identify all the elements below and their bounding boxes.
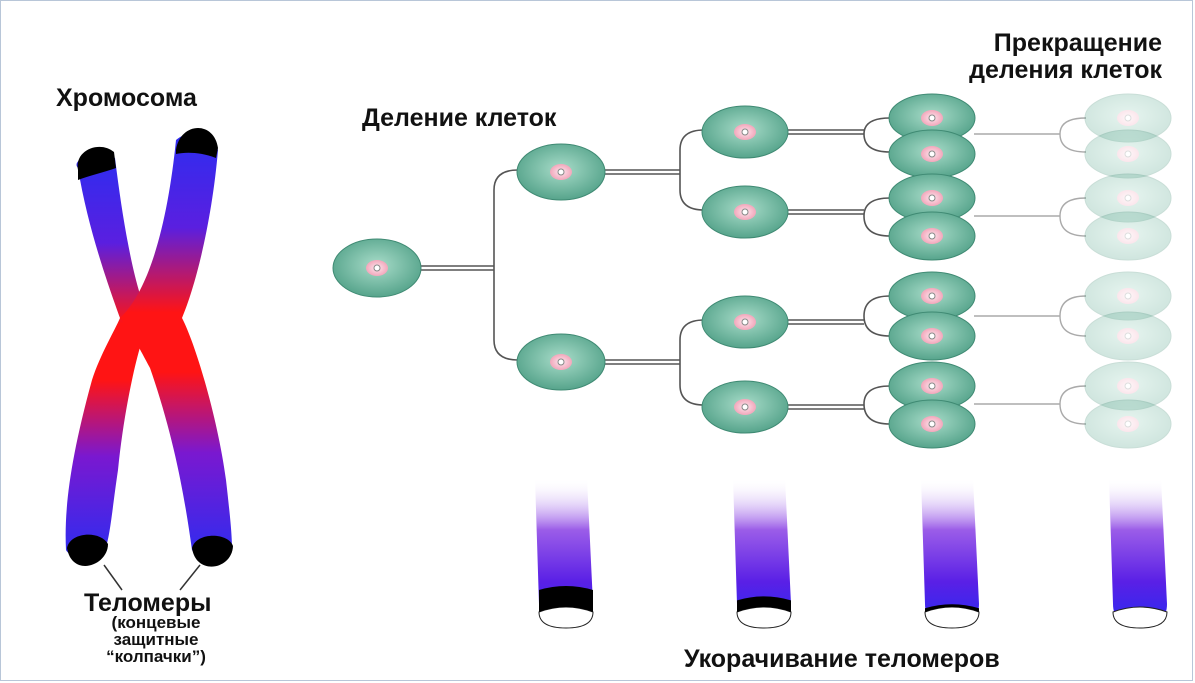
telomeres-note-line-1: (концевые <box>111 613 201 632</box>
cell-nucleus <box>1117 328 1139 344</box>
chromosome-arm-right <box>120 133 232 560</box>
cell-nucleus <box>1117 416 1139 432</box>
cell-gen4-3 <box>888 173 976 223</box>
cell-gen1-1 <box>332 238 422 298</box>
cell-nucleolus <box>1124 232 1132 240</box>
cell-gen3-4 <box>701 380 789 434</box>
telomere-pointer-right <box>179 564 201 591</box>
chromosome-arm-left <box>65 154 150 558</box>
cell-gen4-4 <box>888 211 976 261</box>
cell-nucleus <box>1117 228 1139 244</box>
cell-nucleolus <box>928 332 936 340</box>
chromosome-illustration <box>65 127 233 591</box>
cell-nucleus <box>1117 288 1139 304</box>
cell-nucleolus <box>928 232 936 240</box>
cell-gen4-2 <box>888 129 976 179</box>
cell-gen5-4 <box>1084 211 1172 261</box>
telomere-stage-3 <box>921 478 980 629</box>
stop-division-label: Прекращение деления клеток <box>900 30 1162 84</box>
chromosome-end-tip <box>924 606 980 629</box>
telomeres-note-line-3: “колпачки”) <box>106 647 206 666</box>
chromosome-end-tip <box>538 606 594 629</box>
cell-nucleolus <box>373 264 381 272</box>
cell-nucleolus <box>928 292 936 300</box>
cell-nucleus <box>1117 146 1139 162</box>
stop-division-line-2: деления клеток <box>969 56 1162 84</box>
stop-division-line-1: Прекращение <box>993 29 1162 57</box>
cell-nucleolus <box>1124 150 1132 158</box>
cell-gen2-2 <box>516 333 606 391</box>
chromosome-end <box>733 478 791 626</box>
cell-gen4-1 <box>888 93 976 143</box>
cell-nucleus <box>1117 190 1139 206</box>
cell-nucleolus <box>1124 194 1132 202</box>
cell-nucleolus <box>928 150 936 158</box>
cell-nucleolus <box>557 168 565 176</box>
cell-nucleolus <box>1124 114 1132 122</box>
cell-nucleolus <box>741 403 749 411</box>
cell-nucleolus <box>1124 382 1132 390</box>
cell-nucleolus <box>741 128 749 136</box>
telomere-stage-1 <box>535 478 594 629</box>
telomere-cap-top-left <box>77 146 116 180</box>
cell-nucleolus <box>741 318 749 326</box>
cell-gen5-6 <box>1084 311 1172 361</box>
faded-connectors <box>974 117 1087 425</box>
telomere-shortening-label: Укорачивание теломеров <box>684 645 1000 673</box>
telomere-pointer-left <box>103 564 123 591</box>
cell-gen3-2 <box>701 185 789 239</box>
telomere-cap-bottom-left <box>67 534 108 566</box>
cell-nucleolus <box>1124 292 1132 300</box>
cell-nucleolus <box>928 420 936 428</box>
cell-gen4-5 <box>888 271 976 321</box>
cell-nucleolus <box>928 382 936 390</box>
chromosome-end <box>921 478 979 626</box>
chromosome-end-tip <box>736 606 792 629</box>
telomere-stage-2 <box>733 478 792 629</box>
telomere-cap <box>925 604 979 612</box>
cell-gen5-5 <box>1084 271 1172 321</box>
cell-nucleus <box>1117 378 1139 394</box>
telomeres-note-line-2: защитные <box>113 630 199 649</box>
telomere-stages <box>535 478 1168 629</box>
telomere-cap <box>737 596 791 612</box>
cell-division-label: Деление клеток <box>362 104 557 132</box>
cell-nucleolus <box>928 114 936 122</box>
cell-gen5-2 <box>1084 129 1172 179</box>
cell-gen4-6 <box>888 311 976 361</box>
cell-gen3-3 <box>701 295 789 349</box>
cell-gen5-8 <box>1084 399 1172 449</box>
cell-gen4-8 <box>888 399 976 449</box>
cell-group <box>332 93 1172 449</box>
telomere-cap-bottom-right <box>192 535 233 567</box>
division-connectors <box>420 117 891 425</box>
chromosome-label: Хромосома <box>56 84 197 112</box>
cell-nucleolus <box>557 358 565 366</box>
cell-gen3-1 <box>701 105 789 159</box>
cell-nucleolus <box>1124 420 1132 428</box>
chromosome-end-tip <box>1112 606 1168 629</box>
telomere-stage-4 <box>1109 478 1168 629</box>
telomeres-note: (концевые защитные “колпачки”) <box>86 614 226 665</box>
telomere-cap <box>539 586 593 612</box>
cell-gen2-1 <box>516 143 606 201</box>
cell-gen5-3 <box>1084 173 1172 223</box>
chromosome-end <box>1109 478 1167 626</box>
cell-nucleolus <box>741 208 749 216</box>
cell-nucleolus <box>928 194 936 202</box>
cell-nucleus <box>1117 110 1139 126</box>
telomeres-label: Теломеры <box>84 589 212 617</box>
cell-nucleolus <box>1124 332 1132 340</box>
telomere-cap-top-right <box>176 127 218 158</box>
